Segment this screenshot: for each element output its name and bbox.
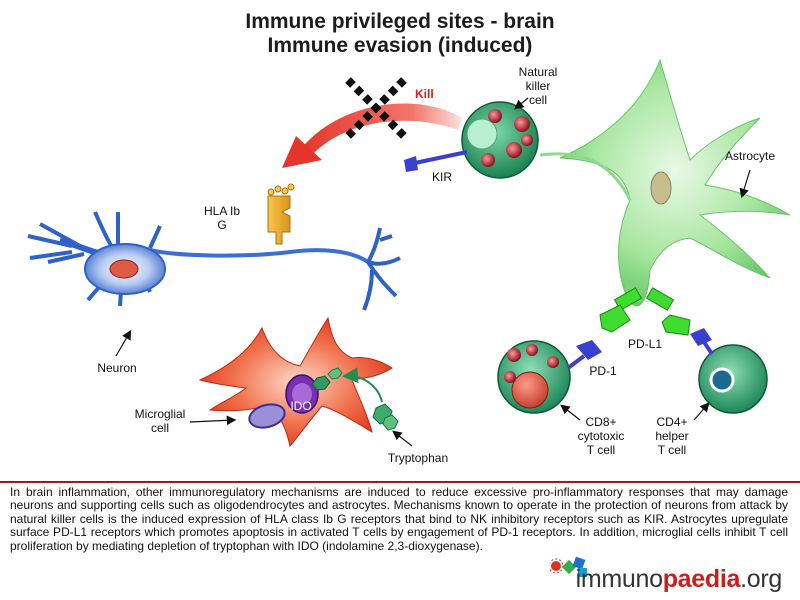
title-line-2: Immune evasion (induced) [267,34,533,57]
tryptophan-label: Tryptophan [388,451,448,465]
immune-evasion-diagram: Kill Natural killer cell KIR Astrocyte H… [27,58,791,465]
brand-part-2: paedia [662,565,741,593]
pd-l1-receptors [599,287,691,336]
cd8-label-line-3: T cell [587,443,615,457]
kill-arrow [282,103,462,168]
cd4-label-line-1: CD4+ [656,415,687,429]
pd-1-receptor [566,340,602,370]
blocked-cross-icon [345,77,407,139]
nk-label-line-3: cell [529,93,547,107]
cd4-t-cell [698,344,768,414]
astrocyte-cell [539,58,791,307]
caption-text: In brain inflammation, other immunoregul… [10,485,788,553]
immunopaedia-logo-icon [550,556,587,577]
pd-1-label: PD-1 [589,364,617,378]
brand-wordmark: immunopaedia.org [575,562,783,596]
cd4-label-line-3: T cell [658,443,686,457]
kill-label: Kill [415,87,434,101]
caption-divider [0,481,800,483]
neuron-cell [27,211,401,311]
brand-part-1: immuno [575,565,663,593]
natural-killer-cell [461,101,539,179]
tryptophan-molecule [342,367,399,431]
cd4-label-line-2: helper [655,429,688,443]
kir-label: KIR [432,170,452,184]
astrocyte-label: Astrocyte [725,149,775,163]
pointer-arrows [115,97,751,447]
ido-label: IDO [290,399,311,413]
neuron-label: Neuron [97,361,136,375]
cd8-label-line-2: cytotoxic [578,429,625,443]
nk-label-line-2: killer [526,79,551,93]
hla-ib-g-receptor [267,183,295,245]
pd-1-receptor-cd4 [690,328,714,356]
page-title: Immune privileged sites - brain Immune e… [0,10,800,58]
cd8-label-line-1: CD8+ [585,415,616,429]
cd8-t-cell [497,340,571,414]
pd-l1-label: PD-L1 [628,337,662,351]
microglial-label-line-2: cell [151,421,169,435]
microglial-cell [198,316,393,448]
brand-part-3: .org [740,565,782,593]
microglial-label-line-1: Microglial [135,407,186,421]
kir-receptor [404,150,468,172]
hla-label-line-1: HLA Ib [204,204,240,218]
hla-label-line-2: G [217,218,226,232]
nk-label-line-1: Natural [519,65,558,79]
title-line-1: Immune privileged sites - brain [245,10,555,33]
